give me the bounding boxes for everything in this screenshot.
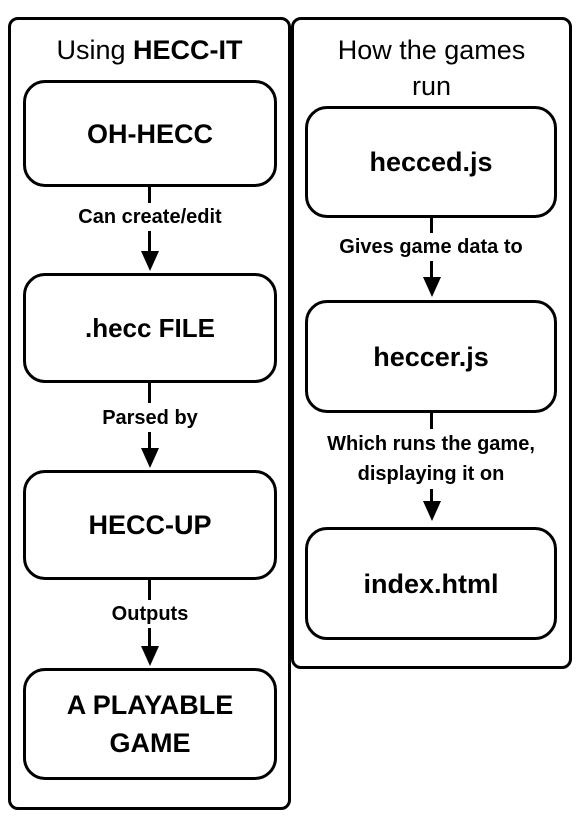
node-hecc-up: HECC-UP <box>23 470 277 580</box>
edge-line-3 <box>148 580 151 600</box>
edge-label-outputs: Outputs <box>40 600 260 628</box>
left-panel-title-prefix: Using <box>56 35 134 65</box>
edge-line-5 <box>430 413 433 429</box>
left-panel-title: Using HECC-IT <box>11 32 288 68</box>
node-index-html: index.html <box>305 527 557 640</box>
left-panel-title-bold: HECC-IT <box>133 35 243 65</box>
edge-line-2 <box>148 383 151 403</box>
edge-line-3b <box>148 628 151 648</box>
edge-line-4 <box>430 218 433 233</box>
node-hecced-js: hecced.js <box>305 106 557 218</box>
edge-label-parsed-by: Parsed by <box>40 404 260 432</box>
arrowhead-1 <box>141 251 159 271</box>
arrowhead-2 <box>141 448 159 468</box>
edge-line-5b <box>430 489 433 503</box>
arrowhead-3 <box>141 646 159 666</box>
edge-label-which-runs-game: Which runs the game, displaying it on <box>296 429 566 489</box>
node-heccer-js: heccer.js <box>305 300 557 413</box>
right-panel-title: How the games run <box>337 35 526 101</box>
node-oh-hecc: OH-HECC <box>23 80 277 187</box>
edge-label-can-create-edit: Can create/edit <box>40 203 260 231</box>
edge-line-2b <box>148 432 151 450</box>
edge-line-1 <box>148 187 151 203</box>
node-playable-game: A PLAYABLE GAME <box>23 668 277 780</box>
arrowhead-4 <box>423 277 441 297</box>
edge-line-1b <box>148 231 151 253</box>
edge-line-4b <box>430 261 433 279</box>
arrowhead-5 <box>423 501 441 521</box>
node-hecc-file: .hecc FILE <box>23 273 277 383</box>
edge-label-gives-game-data: Gives game data to <box>305 233 557 261</box>
